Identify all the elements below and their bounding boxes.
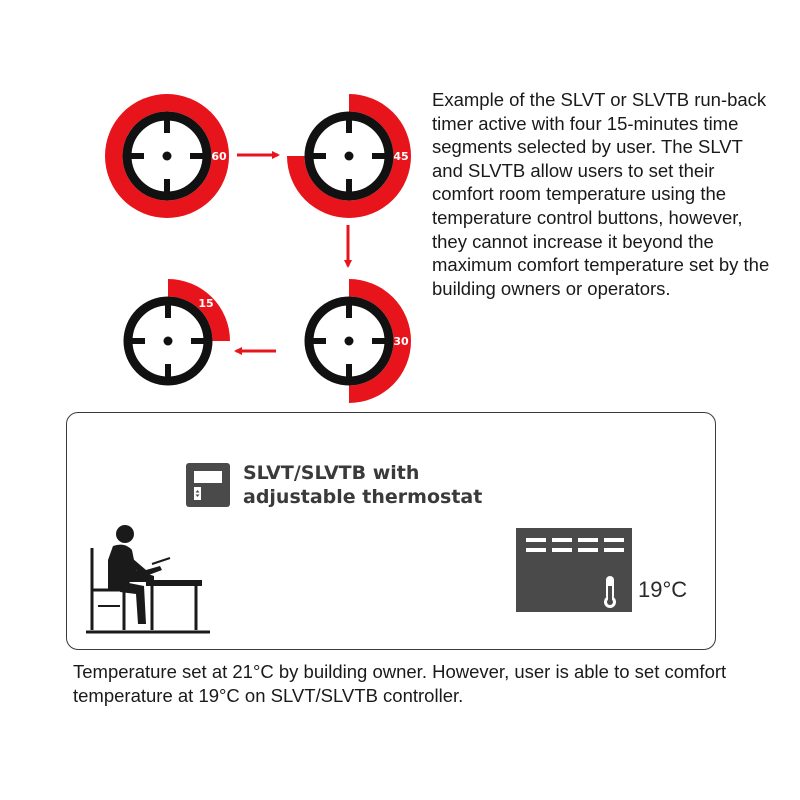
timer-label: 60 bbox=[211, 150, 227, 163]
device-title-line1: SLVT/SLVTB with bbox=[243, 462, 420, 484]
heater-icon bbox=[516, 528, 632, 612]
timer-dial-icon: 60 bbox=[105, 94, 229, 218]
timer-dial-icon: 45 bbox=[287, 94, 411, 218]
thermometer-icon bbox=[604, 576, 616, 608]
device-title: SLVT/SLVTB with adjustable thermostat bbox=[243, 461, 543, 509]
timer-dial-icon: 30 bbox=[304, 279, 411, 403]
device-title-line2: adjustable thermostat bbox=[243, 486, 483, 508]
timer-label: 30 bbox=[393, 335, 409, 348]
person-at-desk-icon bbox=[86, 525, 210, 634]
timer-label: 15 bbox=[198, 297, 213, 310]
caption: Temperature set at 21°C by building owne… bbox=[73, 661, 727, 706]
thermostat-icon bbox=[186, 463, 230, 507]
scene-panel bbox=[66, 412, 716, 650]
timer-label: 45 bbox=[393, 150, 408, 163]
timer-dial-icon: 15 bbox=[123, 279, 230, 386]
room-temperature: 19°C bbox=[638, 577, 688, 602]
timer-description: Example of the SLVT or SLVTB run-back ti… bbox=[432, 89, 770, 299]
run-back-timer-diagram: 60 45 30 15 bbox=[105, 94, 411, 403]
